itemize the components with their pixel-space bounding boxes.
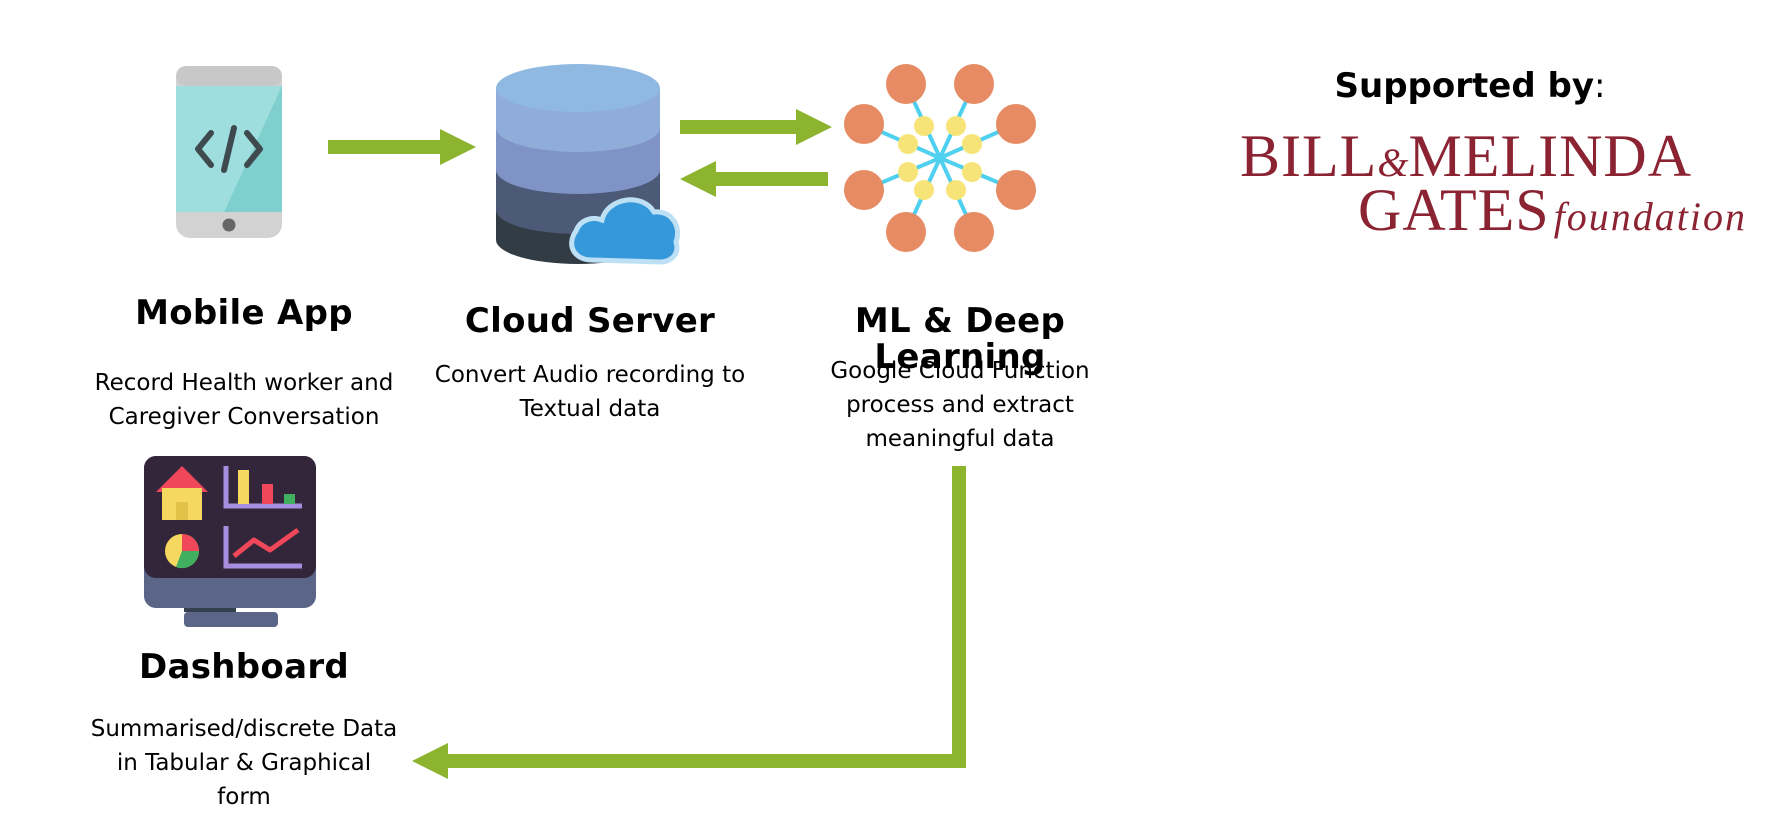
ml-desc-line: meaningful data — [865, 426, 1055, 452]
neural-network-icon — [844, 64, 1036, 252]
mobile-app-description: Record Health worker and Caregiver Conve… — [54, 366, 434, 434]
cloud-database-icon — [496, 64, 680, 265]
logo-foundation: foundation — [1553, 194, 1748, 239]
dashboard-monitor-icon — [144, 456, 316, 627]
ml-desc-line: Google Cloud Function — [830, 358, 1090, 384]
logo-melinda: MELINDA — [1408, 123, 1693, 189]
gates-foundation-logo: BILL&MELINDA GATES foundation — [1240, 123, 1760, 240]
supported-by-colon: : — [1594, 66, 1606, 106]
ml-title: ML & Deep Learning — [800, 301, 1120, 377]
cloud-server-desc-line: Textual data — [519, 396, 661, 422]
arrow-ml-to-dashboard — [412, 466, 966, 779]
logo-ampersand: & — [1377, 140, 1409, 185]
dashboard-desc-line: Summarised/discrete Data — [90, 716, 398, 742]
dashboard-desc-line: form — [217, 784, 271, 810]
arrow-ml-to-cloud — [680, 161, 828, 197]
cloud-server-desc-line: Convert Audio recording to — [434, 362, 746, 388]
mobile-app-desc-line: Caregiver Conversation — [108, 404, 380, 430]
mobile-app-title: Mobile App — [135, 293, 353, 333]
dashboard-title: Dashboard — [138, 647, 350, 687]
supported-by-label: Supported by: — [1320, 66, 1620, 106]
ml-title-line: Learning — [874, 336, 1046, 377]
supported-by-text: Supported by — [1334, 66, 1594, 106]
dashboard-description: Summarised/discrete Data in Tabular & Gr… — [64, 712, 424, 814]
cloud-server-title: Cloud Server — [464, 301, 716, 341]
cloud-server-description: Convert Audio recording to Textual data — [410, 358, 770, 426]
arrow-mobile-to-cloud — [328, 129, 476, 165]
mobile-app-desc-line: Record Health worker and — [94, 370, 394, 396]
dashboard-desc-line: in Tabular & Graphical — [116, 750, 372, 776]
arrow-cloud-to-ml — [680, 109, 832, 145]
ml-description: Google Cloud Function process and extrac… — [790, 354, 1130, 456]
ml-title-line: ML & Deep — [854, 301, 1066, 341]
ml-desc-line: process and extract — [846, 392, 1074, 418]
logo-bill: BILL — [1240, 123, 1378, 189]
mobile-code-icon — [176, 66, 282, 238]
logo-gates: GATES — [1358, 177, 1550, 243]
